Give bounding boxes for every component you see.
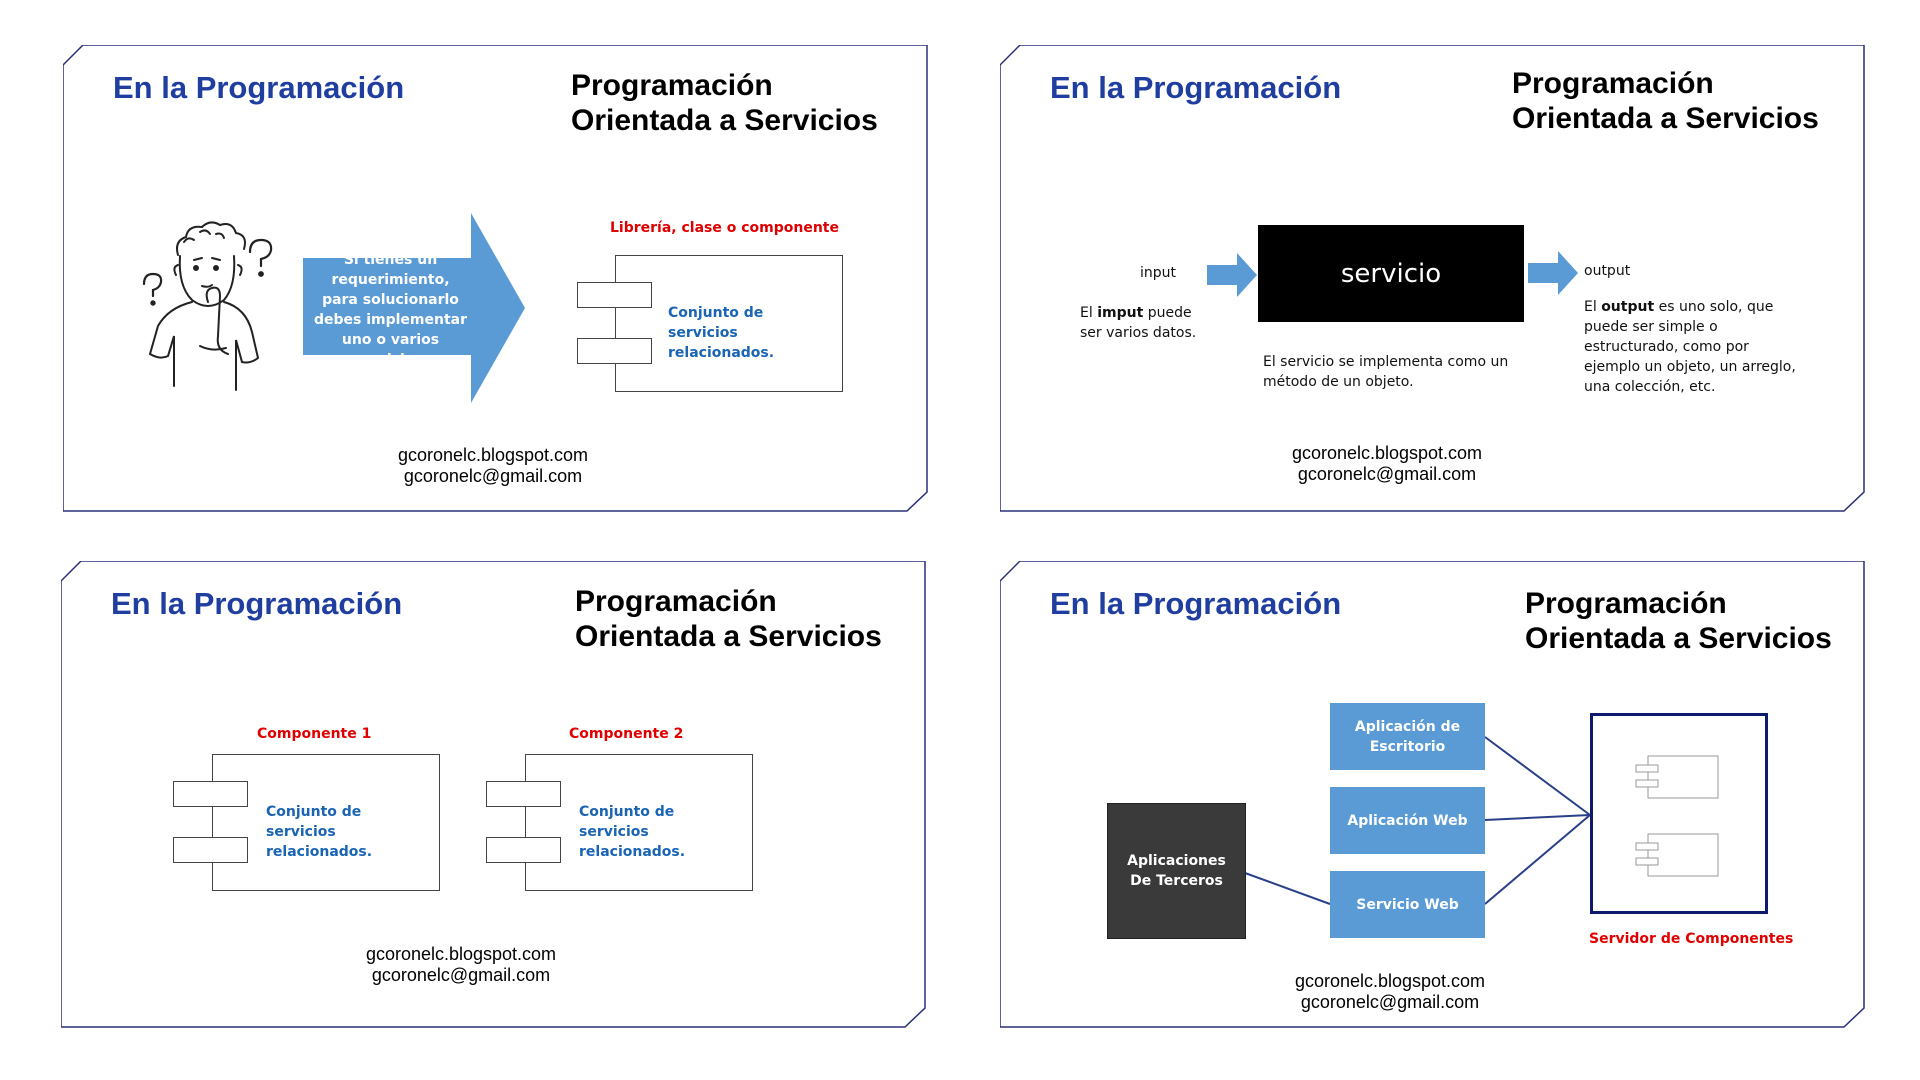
slide-4: En la Programación Programación Orientad…	[1000, 561, 1865, 1028]
server-label: Servidor de Componentes	[1589, 931, 1794, 947]
contact-blog: gcoronelc.blogspot.com	[365, 944, 557, 964]
component-2-tab	[486, 837, 561, 863]
slide-heading: En la Programación	[111, 586, 403, 621]
component-1-text: Conjunto de servicios relacionados.	[266, 804, 373, 860]
component-tab	[577, 282, 652, 308]
desktop-app-box: Aplicación de Escritorio	[1330, 703, 1485, 770]
slide-heading: En la Programación	[1050, 586, 1342, 621]
component-box	[615, 255, 843, 392]
component-2-tab	[486, 781, 561, 807]
slide-title: Programación Orientada a Servicios	[575, 585, 882, 653]
contact-info: gcoronelc.blogspot.com gcoronelc@gmail.c…	[1237, 443, 1537, 485]
output-label: output	[1584, 263, 1631, 279]
component-1-label: Componente 1	[257, 726, 372, 742]
component-tab	[577, 338, 652, 364]
slide-heading: En la Programación	[1050, 70, 1342, 105]
contact-info: gcoronelc.blogspot.com gcoronelc@gmail.c…	[343, 445, 643, 487]
output-arrow	[1528, 251, 1578, 295]
input-description: El imput puede ser varios datos.	[1080, 305, 1197, 341]
input-arrow	[1207, 253, 1257, 297]
slide-heading: En la Programación	[113, 70, 405, 105]
contact-info: gcoronelc.blogspot.com gcoronelc@gmail.c…	[1240, 971, 1540, 1013]
slide-1: En la Programación Programación Orientad…	[63, 45, 928, 512]
contact-blog: gcoronelc.blogspot.com	[397, 445, 589, 465]
contact-email: gcoronelc@gmail.com	[1297, 464, 1477, 484]
thinking-person-illustration	[142, 221, 273, 391]
arrow-text: Si tienes un requerimiento, para solucio…	[313, 252, 468, 368]
slide-title: Programación Orientada a Servicios	[1525, 587, 1832, 655]
slide-3: En la Programación Programación Orientad…	[61, 561, 926, 1028]
contact-email: gcoronelc@gmail.com	[371, 965, 551, 985]
slide-title: Programación Orientada a Servicios	[1512, 67, 1819, 135]
contact-email: gcoronelc@gmail.com	[403, 466, 583, 486]
component-text: Conjunto de servicios relacionados.	[668, 305, 775, 361]
input-label: input	[1140, 265, 1177, 281]
web-app-box: Aplicación Web	[1330, 787, 1485, 854]
third-party-apps-box: Aplicaciones De Terceros	[1107, 803, 1246, 939]
output-description: El output es uno solo, que puede ser sim…	[1584, 299, 1796, 395]
slide-2: En la Programación Programación Orientad…	[1000, 45, 1865, 512]
service-box: servicio	[1258, 225, 1524, 322]
component-label: Librería, clase o componente	[610, 220, 839, 236]
connector-lines	[1244, 736, 1591, 905]
requirement-arrow	[303, 213, 525, 403]
service-description: El servicio se implementa como un método…	[1263, 354, 1509, 390]
component-server-box	[1590, 713, 1768, 914]
web-service-box: Servicio Web	[1330, 871, 1485, 938]
component-2-text: Conjunto de servicios relacionados.	[579, 804, 686, 860]
contact-info: gcoronelc.blogspot.com gcoronelc@gmail.c…	[311, 944, 611, 986]
contact-blog: gcoronelc.blogspot.com	[1291, 443, 1483, 463]
component-1-tab	[173, 837, 248, 863]
component-2-label: Componente 2	[569, 726, 684, 742]
component-1-box	[212, 754, 440, 891]
component-1-tab	[173, 781, 248, 807]
contact-blog: gcoronelc.blogspot.com	[1294, 971, 1486, 991]
component-2-box	[525, 754, 753, 891]
slide-title: Programación Orientada a Servicios	[571, 69, 878, 137]
contact-email: gcoronelc@gmail.com	[1300, 992, 1480, 1012]
server-components-icon	[1635, 755, 1719, 877]
